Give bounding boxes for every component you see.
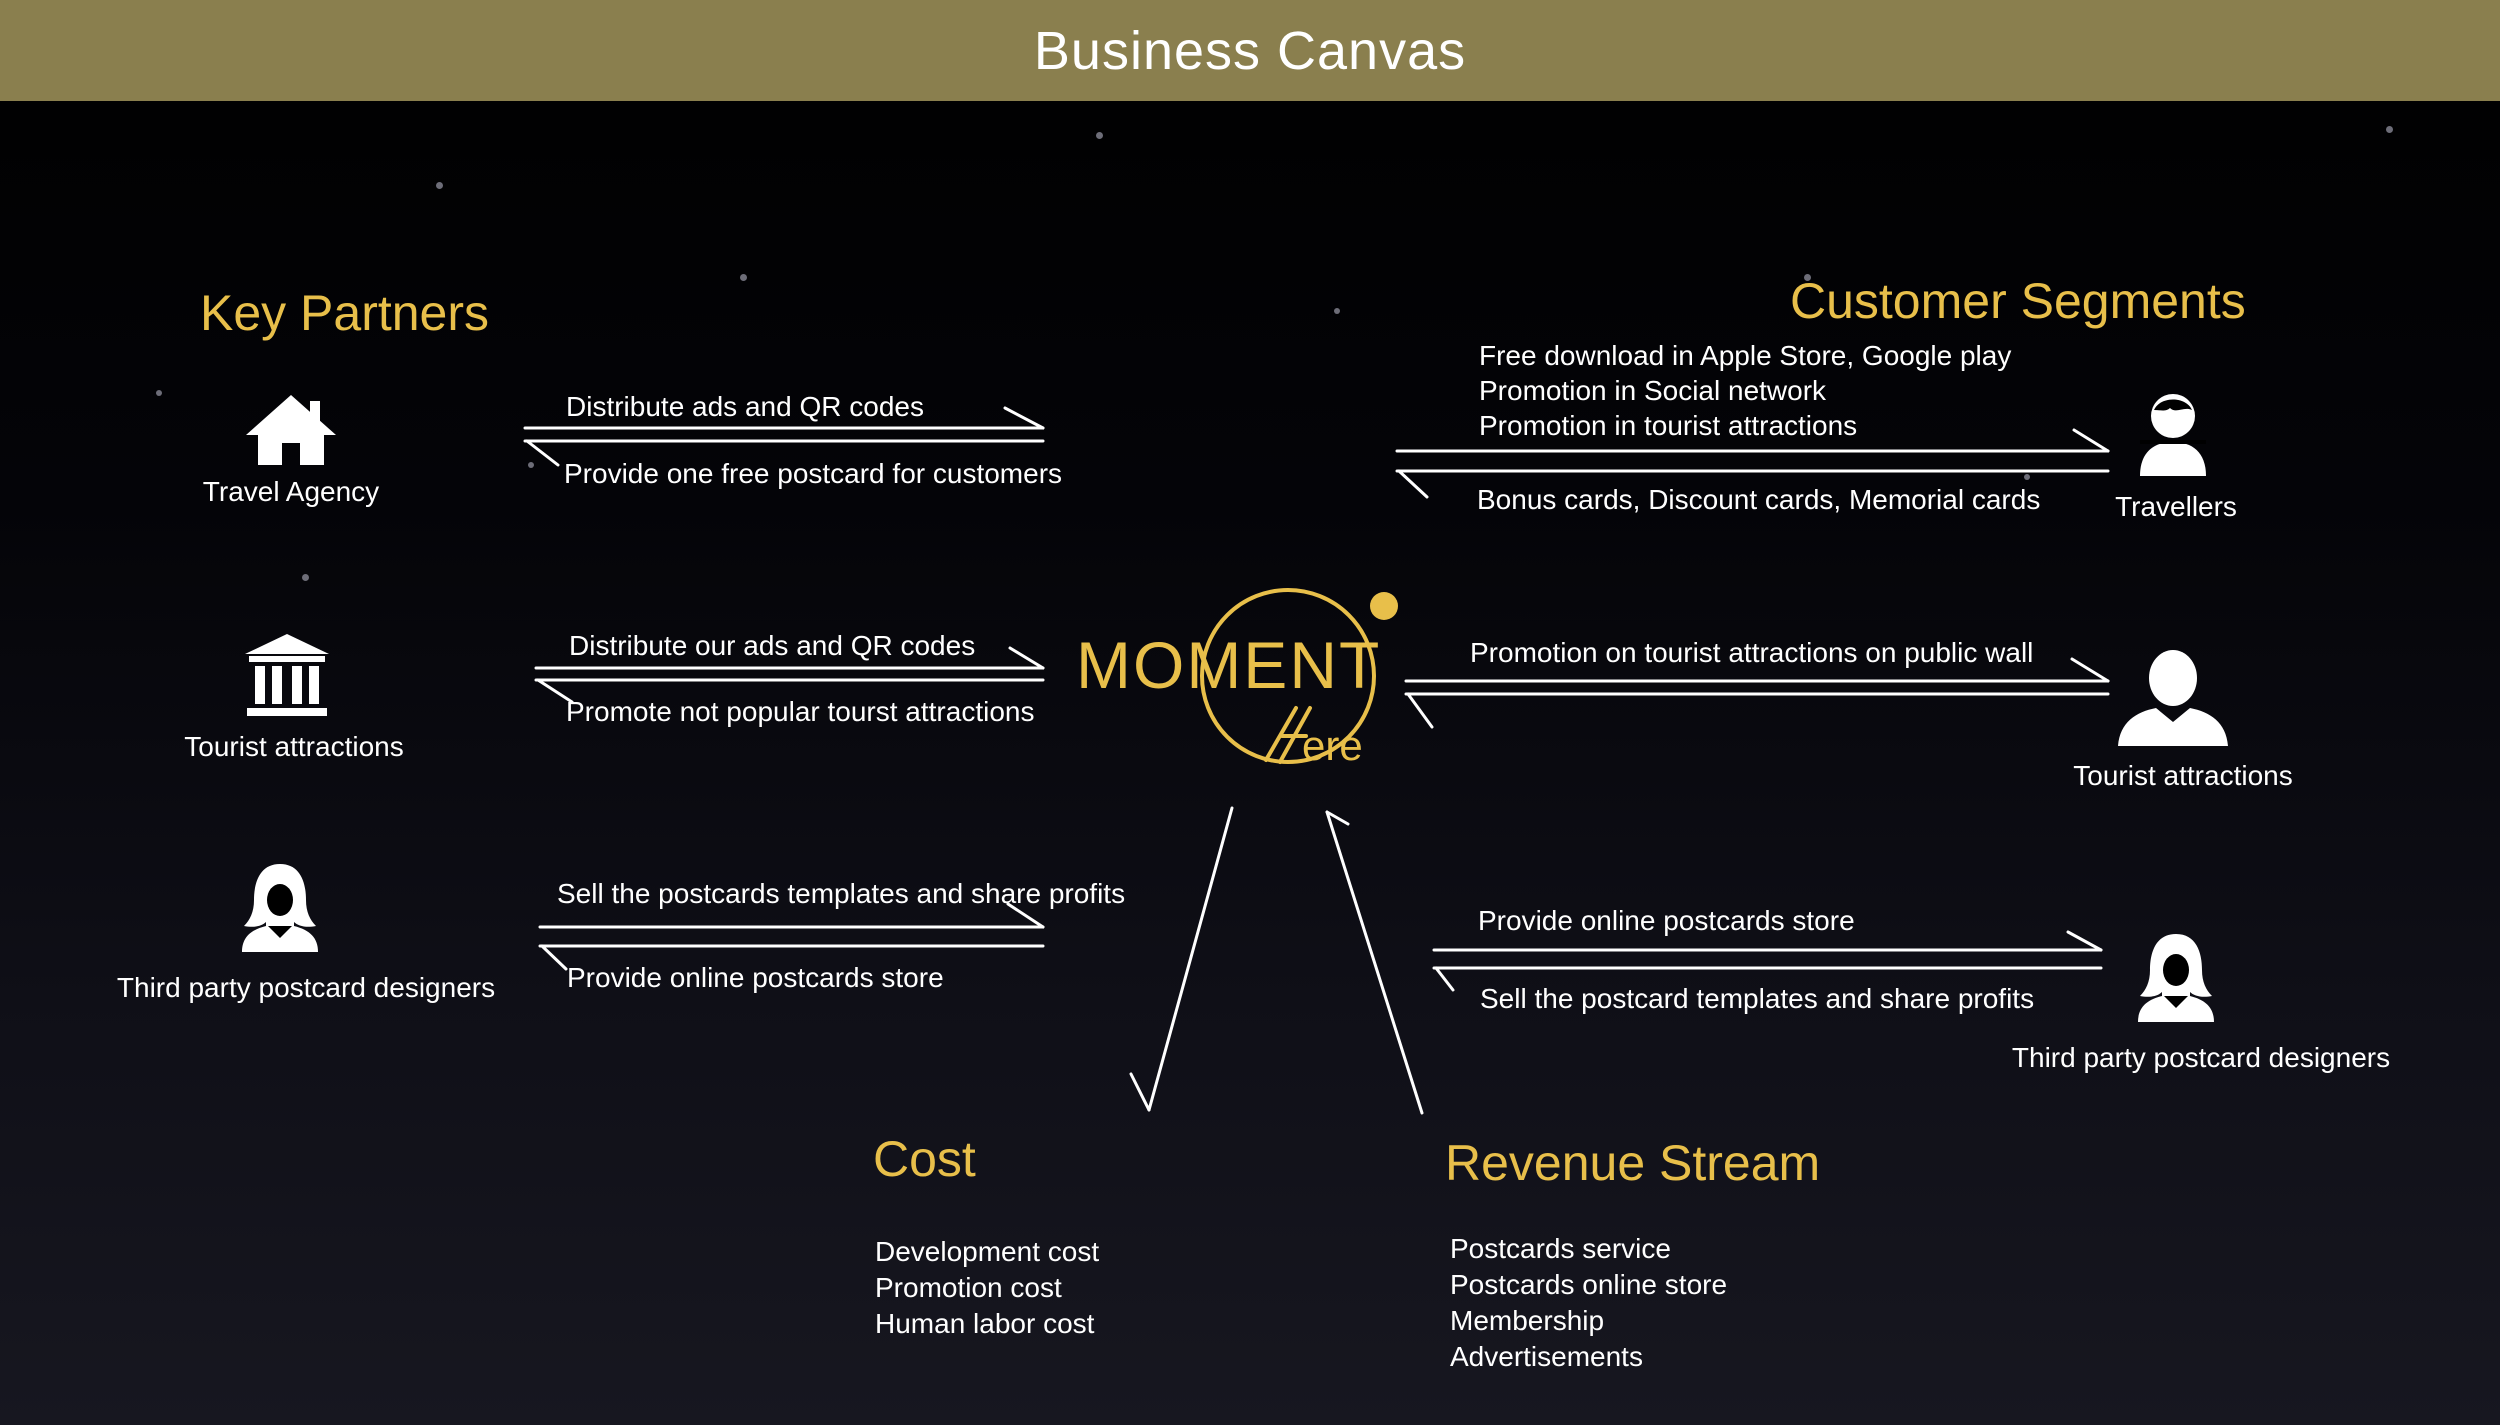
- list-item: Promotion in Social network: [1479, 375, 1827, 406]
- segment-tourist-attractions-label: Tourist attractions: [2073, 760, 2293, 791]
- travellers-to-list: Free download in Apple Store, Google pla…: [1479, 338, 2011, 443]
- list-item: Free download in Apple Store, Google pla…: [1479, 340, 2012, 371]
- arrow-to-customer-attractions-head: [2070, 657, 2110, 683]
- partner-tourist-attractions-to-text: Distribute our ads and QR codes: [569, 630, 976, 661]
- list-item: Development cost: [875, 1236, 1100, 1267]
- arrow-to-cost-head: [1129, 1072, 1151, 1112]
- customer-attractions-to-text: Promotion on tourist attractions on publ…: [1470, 637, 2034, 668]
- star-dot: [2386, 126, 2393, 133]
- star-dot: [156, 390, 162, 396]
- arrow-to-agency-head: [1003, 406, 1045, 430]
- cost-list: Development cost Promotion cost Human la…: [875, 1234, 1099, 1342]
- arrow-from-customer-designers-head: [1434, 966, 1455, 992]
- star-dot: [302, 574, 309, 581]
- logo-dot: [1370, 592, 1398, 620]
- house-icon: [246, 395, 336, 465]
- woman-user-icon: [2138, 934, 2214, 1022]
- arrow-from-attractions-head: [536, 678, 574, 704]
- partner-designers-label: Third party postcard designers: [116, 972, 496, 1003]
- star-dot: [436, 182, 443, 189]
- segment-designers-label: Third party postcard designers: [2011, 1042, 2391, 1073]
- star-dot: [1096, 132, 1103, 139]
- woman-user-icon: [242, 864, 318, 952]
- key-partners-title: Key Partners: [200, 285, 490, 341]
- partner-designers-to-text: Sell the postcards templates and share p…: [557, 878, 1126, 909]
- person-icon: [2140, 394, 2206, 476]
- bank-building-icon: [245, 634, 329, 716]
- arrow-from-revenue: [1325, 810, 1424, 1115]
- list-item: Promotion in tourist attractions: [1479, 410, 1858, 441]
- star-dot: [1334, 308, 1340, 314]
- cost-title: Cost: [873, 1131, 976, 1187]
- star-dot: [528, 462, 534, 468]
- arrow-to-travellers-head: [2072, 428, 2110, 453]
- customer-designers-to-text: Provide online postcards store: [1478, 905, 1855, 936]
- arrow-from-agency-head: [525, 439, 560, 467]
- list-item: Human labor cost: [875, 1308, 1095, 1339]
- partner-travel-agency-to-text: Distribute ads and QR codes: [566, 391, 924, 422]
- logo-ring: [1200, 588, 1376, 764]
- partner-travel-agency-label: Travel Agency: [202, 476, 380, 507]
- logo-main-text: MOMENT: [1076, 628, 1381, 702]
- revenue-stream-title: Revenue Stream: [1445, 1135, 1821, 1191]
- logo-script-h: [1264, 706, 1312, 764]
- arrow-from-customer-attractions-head: [1406, 692, 1434, 729]
- arrow-to-cost: [1147, 806, 1234, 1112]
- arrow-to-customer-designers-head: [2066, 930, 2103, 952]
- partner-designers-from-text: Provide online postcards store: [567, 962, 944, 993]
- travellers-from-text: Bonus cards, Discount cards, Memorial ca…: [1477, 484, 2041, 515]
- list-item: Membership: [1450, 1305, 1605, 1336]
- list-item: Advertisements: [1450, 1341, 1643, 1372]
- star-dot: [740, 274, 747, 281]
- list-item: Promotion cost: [875, 1272, 1062, 1303]
- star-dot: [1804, 274, 1811, 281]
- partner-tourist-attractions-from-text: Promote not popular tourst attractions: [566, 696, 1035, 727]
- customer-designers-from-text: Sell the postcard templates and share pr…: [1480, 983, 2035, 1014]
- arrow-from-designers-head: [540, 944, 568, 971]
- arrow-from-revenue-head: [1325, 810, 1350, 826]
- partner-travel-agency-from-text: Provide one free postcard for customers: [564, 458, 1063, 489]
- header-bar: Business Canvas: [0, 0, 2500, 101]
- list-item: Postcards service: [1450, 1233, 1671, 1264]
- person-silhouette-icon: [2118, 650, 2228, 746]
- moment-here-logo: MOMENT ere: [1076, 588, 1398, 769]
- arrow-to-attractions-head: [1008, 646, 1045, 670]
- arrow-to-designers-head: [1006, 902, 1045, 929]
- logo-script-text: ere: [1302, 722, 1363, 769]
- list-item: Postcards online store: [1450, 1269, 1728, 1300]
- segment-travellers-label: Travellers: [2115, 491, 2237, 522]
- page-title: Business Canvas: [1033, 20, 1467, 81]
- customer-segments-title: Customer Segments: [1790, 273, 2246, 329]
- arrow-from-travellers-head: [1397, 469, 1429, 499]
- partner-tourist-attractions-label: Tourist attractions: [184, 731, 404, 762]
- revenue-list: Postcards service Postcards online store…: [1450, 1231, 1727, 1375]
- star-dot: [2024, 474, 2030, 480]
